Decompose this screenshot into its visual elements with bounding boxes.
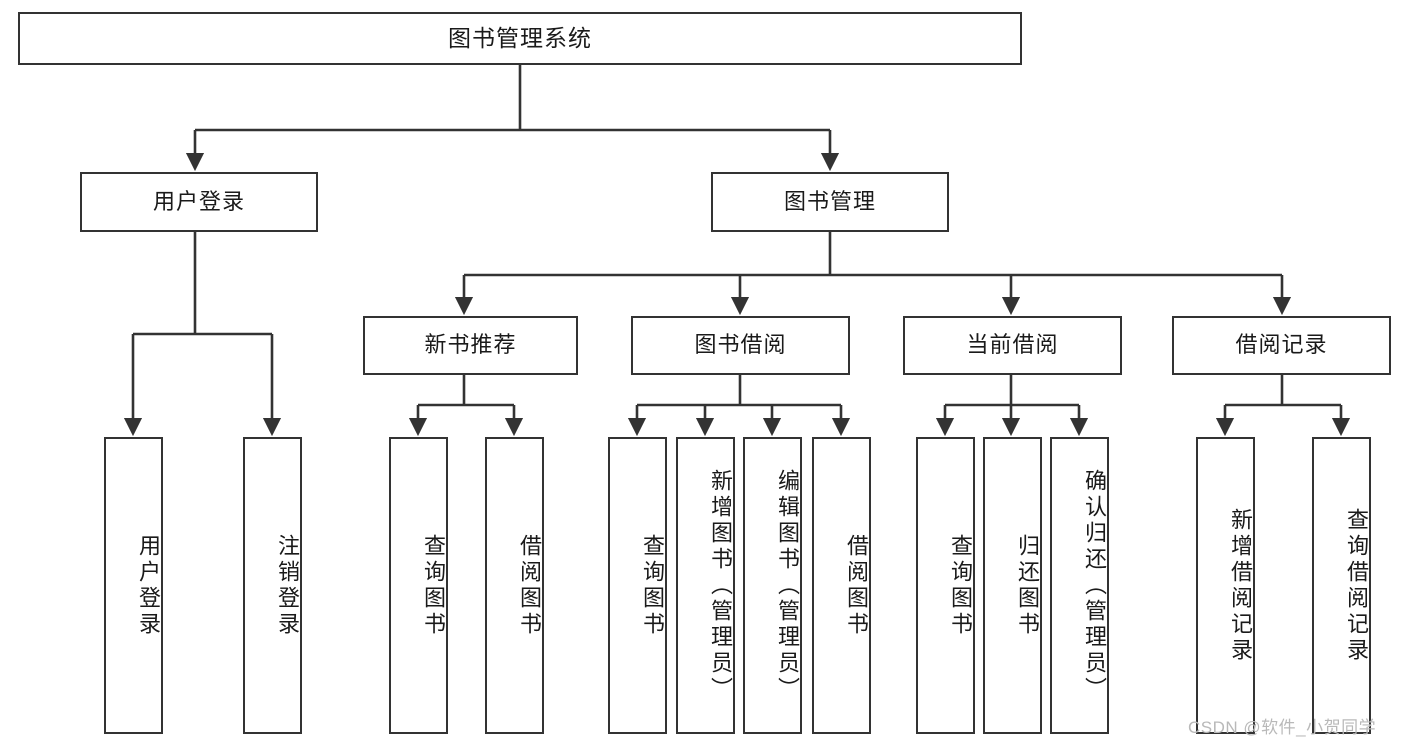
leaf-current-borrow-query[interactable]: 查询图书	[916, 437, 975, 734]
node-user-login[interactable]: 用户登录	[80, 172, 318, 232]
node-book-management[interactable]: 图书管理	[711, 172, 949, 232]
leaf-book-borrow-edit[interactable]: 编辑图书（管理员）	[743, 437, 802, 734]
watermark: CSDN @软件_小贺同学	[1188, 718, 1377, 737]
leaf-book-borrow-lend[interactable]: 借阅图书	[812, 437, 871, 734]
node-book-borrow[interactable]: 图书借阅	[631, 316, 850, 375]
leaf-new-book-query[interactable]: 查询图书	[389, 437, 448, 734]
node-new-book-recommend[interactable]: 新书推荐	[363, 316, 578, 375]
leaf-current-borrow-confirm-return[interactable]: 确认归还（管理员）	[1050, 437, 1109, 734]
leaf-borrow-record-add[interactable]: 新增借阅记录	[1196, 437, 1255, 734]
node-root-book-management-system[interactable]: 图书管理系统	[18, 12, 1022, 65]
node-current-borrow[interactable]: 当前借阅	[903, 316, 1122, 375]
leaf-user-login-signin[interactable]: 用户登录	[104, 437, 163, 734]
leaf-user-login-signout[interactable]: 注销登录	[243, 437, 302, 734]
leaf-current-borrow-return[interactable]: 归还图书	[983, 437, 1042, 734]
leaf-new-book-borrow[interactable]: 借阅图书	[485, 437, 544, 734]
leaf-borrow-record-query[interactable]: 查询借阅记录	[1312, 437, 1371, 734]
node-borrow-record[interactable]: 借阅记录	[1172, 316, 1391, 375]
leaf-book-borrow-add[interactable]: 新增图书（管理员）	[676, 437, 735, 734]
leaf-book-borrow-query[interactable]: 查询图书	[608, 437, 667, 734]
